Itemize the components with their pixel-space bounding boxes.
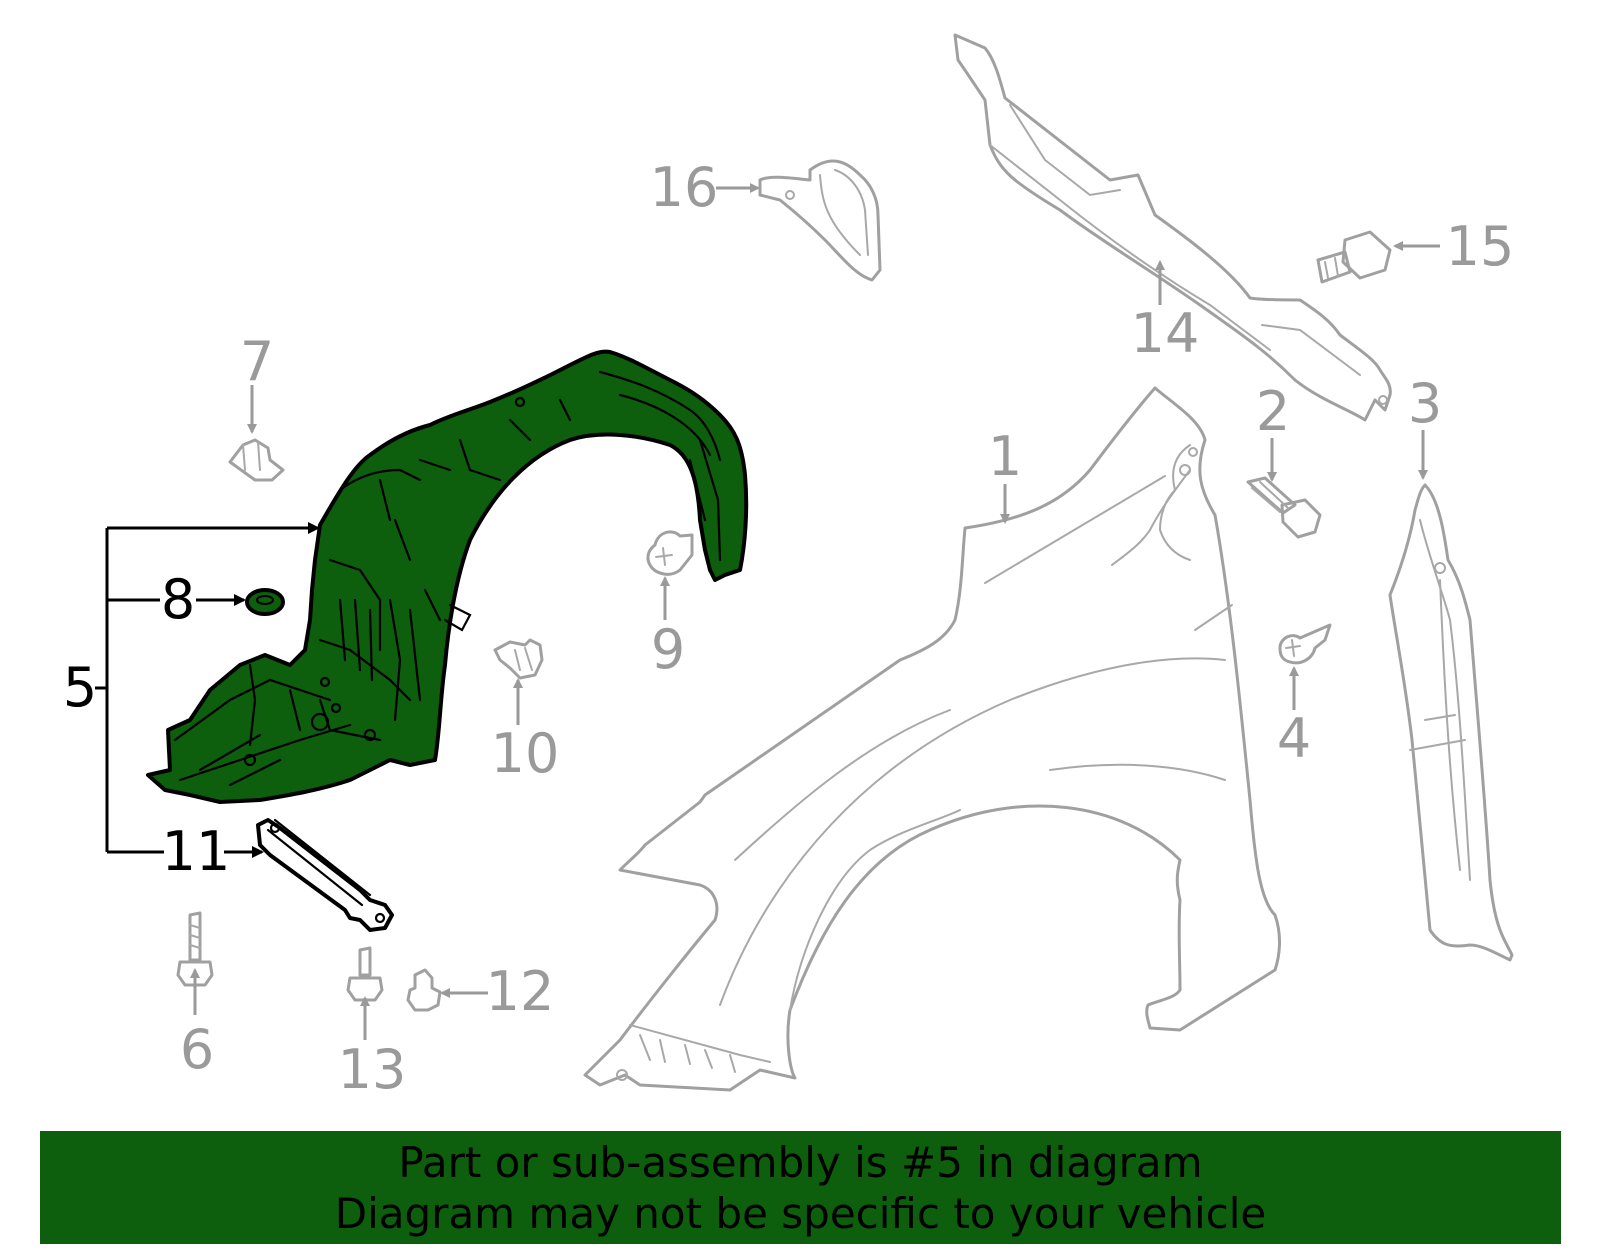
part-11-brace xyxy=(256,818,394,932)
part-14-rail xyxy=(953,33,1392,422)
callout-8: 8 xyxy=(161,568,195,631)
part-12-nut xyxy=(406,968,442,1012)
part-3-seal xyxy=(1388,483,1514,962)
callout-3: 3 xyxy=(1408,372,1442,435)
callout-4: 4 xyxy=(1277,707,1311,770)
part-16-bracket xyxy=(758,159,882,282)
callout-2: 2 xyxy=(1256,380,1290,443)
callout-14: 14 xyxy=(1131,302,1200,365)
callout-15: 15 xyxy=(1446,215,1515,278)
callout-11: 11 xyxy=(162,820,231,883)
callout-12: 12 xyxy=(486,960,555,1023)
part-15-bolt xyxy=(1316,230,1392,284)
callout-5: 5 xyxy=(63,656,97,719)
callout-1: 1 xyxy=(988,425,1022,488)
part-10-clip xyxy=(493,638,544,680)
part-6-bolt xyxy=(176,911,214,987)
notice-line-2: Diagram may not be specific to your vehi… xyxy=(334,1188,1267,1238)
part-7-clip xyxy=(228,438,285,482)
part-2-bolt xyxy=(1246,476,1322,539)
callout-9: 9 xyxy=(651,618,685,681)
part-9-clip xyxy=(646,530,694,576)
callout-7: 7 xyxy=(240,330,274,393)
callout-6: 6 xyxy=(180,1018,214,1081)
part-4-clip xyxy=(1278,623,1332,665)
part-8-grommet xyxy=(245,588,285,616)
part-5-fender-liner xyxy=(146,349,749,804)
callout-16: 16 xyxy=(650,156,719,219)
part-1-fender xyxy=(583,386,1281,1092)
callout-13: 13 xyxy=(338,1038,407,1101)
notice-line-1: Part or sub-assembly is #5 in diagram xyxy=(398,1137,1203,1187)
callout-10: 10 xyxy=(491,722,560,785)
part-13-bolt xyxy=(346,946,384,1002)
leader-lines xyxy=(190,183,1440,1040)
notice-banner: Part or sub-assembly is #5 in diagram Di… xyxy=(40,1131,1561,1244)
assembly-bracket xyxy=(95,522,320,858)
